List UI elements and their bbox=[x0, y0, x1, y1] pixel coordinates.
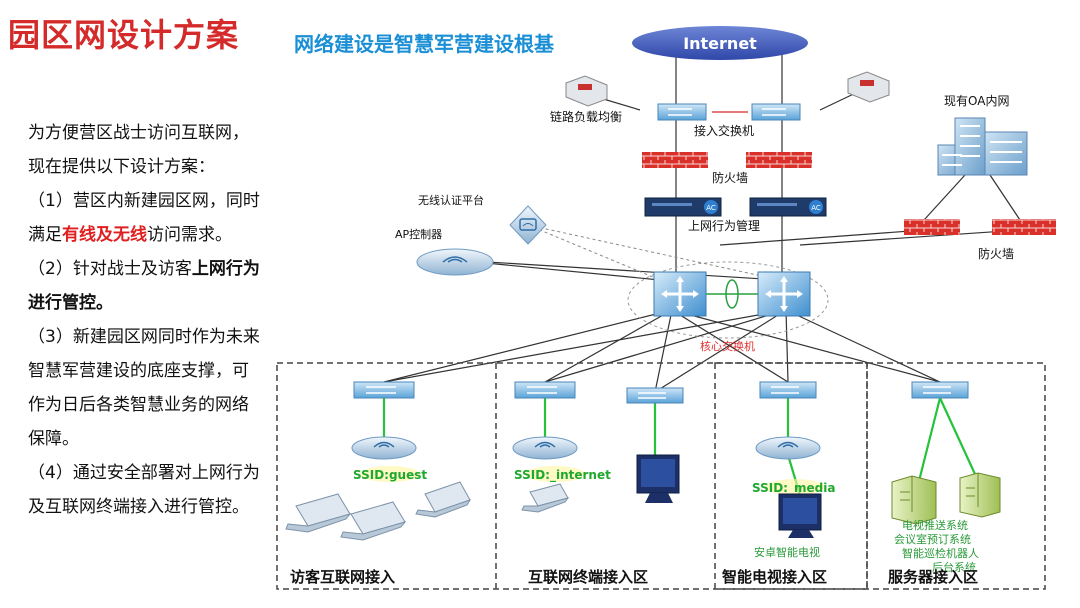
core-cluster-outline bbox=[627, 261, 829, 339]
zone-label-guest: 访客互联网接入 bbox=[290, 568, 395, 586]
core-link bbox=[706, 279, 758, 309]
oa-firewall-icon bbox=[992, 219, 1056, 235]
access-switch-icon bbox=[514, 381, 576, 399]
server-icon bbox=[891, 475, 937, 525]
access-switch-icon bbox=[626, 387, 684, 404]
router-icon bbox=[565, 75, 608, 107]
laptop-icon bbox=[285, 493, 352, 533]
service-label: 电视推送系统 bbox=[902, 518, 968, 532]
svg-text:Internet: Internet bbox=[683, 34, 757, 53]
oa-network-label: 现有OA内网 bbox=[944, 94, 1009, 108]
zone-label-tv: 智能电视接入区 bbox=[722, 568, 827, 586]
ssid-media-label: SSID:_media bbox=[752, 481, 835, 496]
wireless-auth-icon bbox=[509, 205, 547, 245]
core-switch-icon bbox=[757, 271, 811, 317]
android-tv-label: 安卓智能电视 bbox=[754, 545, 820, 559]
firewall-icon bbox=[642, 152, 708, 168]
access-switch-icon bbox=[911, 381, 969, 399]
ap-controller-icon bbox=[416, 248, 494, 276]
ap-controller-label: AP控制器 bbox=[395, 227, 442, 241]
wireless-auth-label: 无线认证平台 bbox=[418, 193, 484, 207]
description-p3: （2）针对战士及访客上网行为进行管控。 bbox=[28, 259, 260, 313]
access-switch-icon bbox=[657, 103, 707, 121]
behavior-appliance-icon: AC bbox=[749, 197, 827, 217]
service-label: 智能巡检机器人 bbox=[902, 546, 979, 560]
router-icon bbox=[847, 71, 890, 103]
ssid-guest-label: SSID:guest bbox=[353, 468, 427, 482]
description-p1: 为方便营区战士访问互联网，现在提供以下设计方案： bbox=[28, 123, 249, 177]
tv-zone-frame bbox=[714, 362, 868, 590]
core-switch-label: 核心交换机 bbox=[700, 339, 755, 353]
behavior-appliance-icon: AC bbox=[644, 197, 722, 217]
zone-frame bbox=[276, 362, 1046, 590]
dashed-links bbox=[527, 224, 781, 281]
internet-cloud: Internet bbox=[632, 26, 808, 60]
firewall-label: 防火墙 bbox=[712, 170, 748, 185]
monitor-icon bbox=[636, 454, 680, 503]
access-switch-label: 接入交换机 bbox=[694, 123, 754, 138]
oa-firewall-icon bbox=[904, 219, 960, 235]
ssid-internet-label: SSID:_internet bbox=[514, 468, 611, 483]
behavior-mgmt-label: 上网行为管理 bbox=[688, 218, 760, 233]
load-balancer-label: 链路负载均衡 bbox=[550, 109, 622, 124]
svg-text:AC: AC bbox=[706, 204, 716, 212]
wireless-ap-icon bbox=[512, 436, 578, 460]
service-label: 会议室预订系统 bbox=[894, 532, 971, 546]
core-switch-icon bbox=[653, 271, 707, 317]
connection-lines bbox=[383, 40, 1021, 393]
tv-icon bbox=[778, 493, 822, 538]
description-p5: （4）通过安全部署对上网行为及互联网终端接入进行管控。 bbox=[28, 463, 260, 517]
firewall-icon bbox=[746, 152, 812, 168]
access-switch-icon bbox=[353, 381, 415, 399]
building-icon bbox=[937, 117, 1028, 176]
laptop-icon bbox=[340, 501, 407, 541]
laptop-icon bbox=[415, 481, 472, 518]
wireless-ap-icon bbox=[755, 436, 821, 460]
server-services: 电视推送系统 会议室预订系统 智能巡检机器人 后台系统 bbox=[894, 518, 979, 574]
server-icon bbox=[959, 472, 1001, 518]
description-p2: （1）营区内新建园区网，同时满足有线及无线访问需求。 bbox=[28, 191, 260, 245]
green-links bbox=[382, 397, 981, 496]
laptop-icon bbox=[521, 483, 570, 513]
access-switch-icon bbox=[759, 381, 817, 399]
description-panel: 为方便营区战士访问互联网，现在提供以下设计方案： （1）营区内新建园区网，同时满… bbox=[28, 116, 264, 524]
zone-label-server: 服务器接入区 bbox=[888, 568, 978, 586]
page-title: 园区网设计方案 bbox=[8, 16, 240, 54]
service-label: 后台系统 bbox=[932, 560, 976, 574]
wireless-ap-icon bbox=[351, 436, 417, 460]
access-switch-icon bbox=[751, 103, 801, 121]
description-p4: （3）新建园区网同时作为未来智慧军营建设的底座支撑，可作为日后各类智慧业务的网络… bbox=[28, 327, 260, 449]
svg-text:AC: AC bbox=[811, 204, 821, 212]
page-subtitle: 网络建设是智慧军营建设根基 bbox=[294, 32, 554, 56]
zone-label-internet: 互联网终端接入区 bbox=[528, 568, 648, 586]
oa-firewall-label: 防火墙 bbox=[978, 246, 1014, 261]
